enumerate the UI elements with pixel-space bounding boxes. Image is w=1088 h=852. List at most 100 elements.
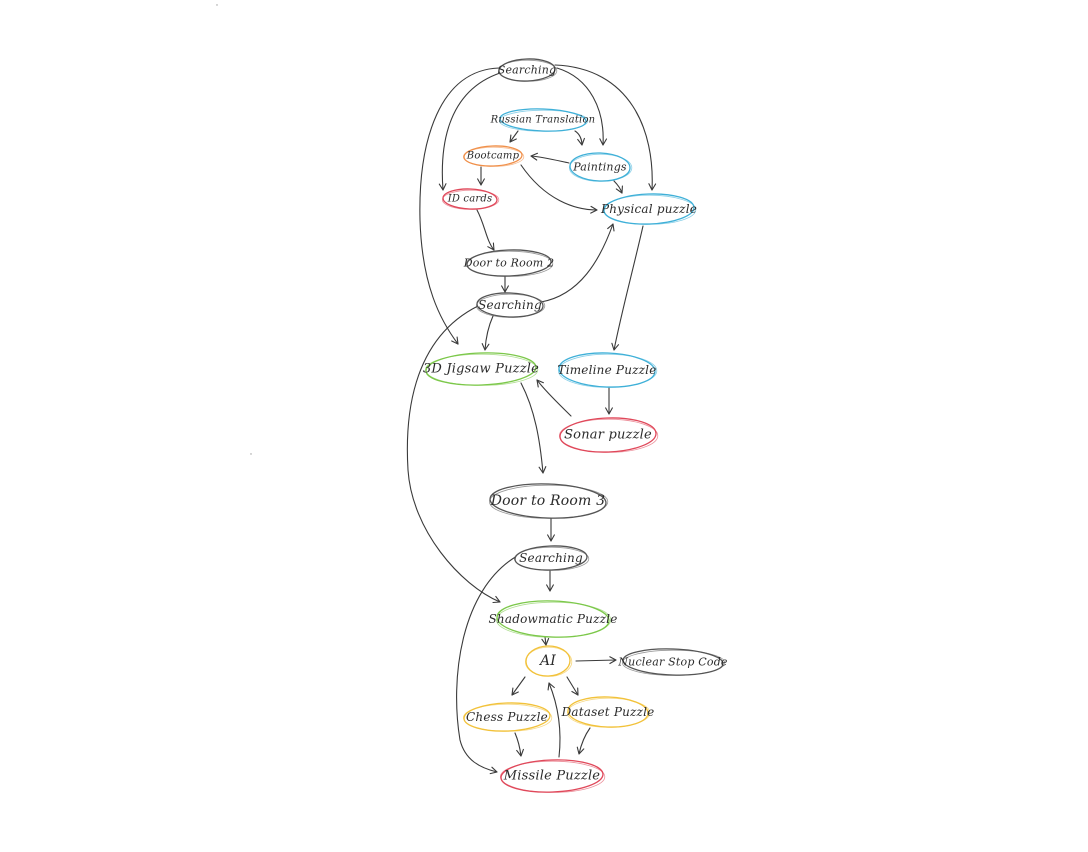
node-outline-sketch <box>498 109 589 132</box>
edge-line <box>514 732 522 757</box>
node-label: Chess Puzzle <box>466 710 548 724</box>
node-outline-sketch <box>462 703 553 732</box>
node-sonar: Sonar puzzle <box>558 417 659 453</box>
edge-line <box>520 164 598 211</box>
node-label: Russian Translation <box>490 115 596 126</box>
arrowhead-icon <box>648 183 657 191</box>
edge-searching1-to-paintings <box>556 67 608 146</box>
node-outline-sketch <box>558 418 659 453</box>
arrowhead-icon <box>516 748 524 757</box>
edge-line <box>511 676 526 696</box>
node-outline-sketch <box>441 189 500 210</box>
arrowhead-icon <box>451 336 459 345</box>
node-outline-sketch <box>621 649 726 676</box>
arrowhead-icon <box>571 687 579 696</box>
edge-line <box>509 130 519 143</box>
node-searching2: Searching <box>475 292 546 318</box>
node-outline-sketch <box>495 601 612 638</box>
node-label: Missile Puzzle <box>503 769 601 784</box>
arrowhead-icon <box>541 637 550 646</box>
node-door3: Door to Room 3 <box>488 483 609 519</box>
node-paintings: Paintings <box>568 152 633 182</box>
edge-line <box>554 64 653 191</box>
arrowhead-icon <box>546 584 554 592</box>
edge-russian-to-bootcamp <box>509 130 519 143</box>
arrowhead-icon <box>511 687 519 696</box>
stray-mark <box>250 453 252 455</box>
node-label: ID cards <box>447 194 493 205</box>
node-label: Paintings <box>572 161 627 174</box>
node-outline <box>498 58 556 82</box>
node-outline-sketch <box>488 484 609 519</box>
arrowhead-icon <box>487 242 495 251</box>
edge-sonar-to-jigsaw <box>536 379 572 417</box>
node-label: Nuclear Stop Code <box>617 656 728 669</box>
node-label: AI <box>538 653 556 669</box>
edge-bootcamp-to-idcards <box>477 166 485 186</box>
node-outline <box>525 645 571 677</box>
node-outline <box>466 249 552 277</box>
edge-line <box>540 223 614 303</box>
edge-door2-to-searching2 <box>501 275 509 293</box>
node-label: Searching <box>498 64 557 77</box>
node-outline <box>425 352 537 386</box>
edge-ai-to-chess <box>511 676 526 696</box>
arrowhead-icon <box>481 343 490 351</box>
node-label: Sonar puzzle <box>564 428 652 443</box>
arrowhead-icon <box>599 138 608 146</box>
node-label: Searching <box>519 551 583 565</box>
node-chess: Chess Puzzle <box>462 702 553 732</box>
arrowhead-icon <box>547 682 555 691</box>
arrowhead-icon <box>477 178 485 186</box>
arrowhead-icon <box>536 379 544 388</box>
edge-jigsaw-to-door3 <box>520 382 547 474</box>
node-outline-sketch <box>497 59 558 82</box>
arrowhead-icon <box>489 766 498 775</box>
node-outline <box>514 545 588 571</box>
node-outline-sketch <box>524 646 573 677</box>
edge-line <box>456 555 518 773</box>
node-label: 3D Jigsaw Puzzle <box>423 362 539 377</box>
node-ai: AI <box>524 645 573 677</box>
edge-door3-to-searching3 <box>547 517 555 542</box>
edge-line <box>476 209 495 251</box>
edge-paintings-to-bootcamp <box>530 152 570 164</box>
node-door2: Door to Room 2 <box>463 249 554 277</box>
arrowhead-icon <box>607 223 615 232</box>
edge-line <box>613 225 644 351</box>
edge-line <box>530 155 570 164</box>
node-searching3: Searching <box>513 545 590 571</box>
node-label: Shadowmatic Puzzle <box>489 612 618 626</box>
arrowhead-icon <box>611 342 620 351</box>
node-missile: Missile Puzzle <box>499 759 606 793</box>
node-russian: Russian Translation <box>490 108 596 132</box>
node-outline-sketch <box>568 153 633 182</box>
node-label: Physical puzzle <box>600 202 697 216</box>
edge-timeline-to-sonar <box>605 387 613 415</box>
arrowhead-icon <box>590 205 598 214</box>
edge-missile-to-ai <box>547 682 561 758</box>
node-outline <box>500 759 604 793</box>
edge-line <box>520 382 544 474</box>
node-timeline: Timeline Puzzle <box>557 352 658 388</box>
node-shadowmatic: Shadowmatic Puzzle <box>489 600 618 638</box>
edge-line <box>441 72 501 191</box>
edge-searching1-to-physical <box>554 64 657 191</box>
edge-line <box>419 67 500 345</box>
node-nuclear: Nuclear Stop Code <box>617 648 728 676</box>
edge-line <box>556 67 604 146</box>
node-bootcamp: Bootcamp <box>462 145 525 167</box>
edge-line <box>484 315 494 351</box>
edge-line <box>536 379 572 417</box>
node-searching1: Searching <box>497 58 558 82</box>
node-outline-sketch <box>465 250 554 277</box>
edge-ai-to-nuclear <box>575 656 617 665</box>
edge-searching2-to-jigsaw <box>481 315 494 351</box>
node-outline-sketch <box>424 353 539 386</box>
edge-searching2-to-physical <box>540 223 615 303</box>
node-outline-sketch <box>557 353 658 388</box>
edge-russian-to-paintings <box>574 130 585 146</box>
edge-searching3-to-missile <box>456 555 518 775</box>
edge-layer <box>406 64 657 775</box>
